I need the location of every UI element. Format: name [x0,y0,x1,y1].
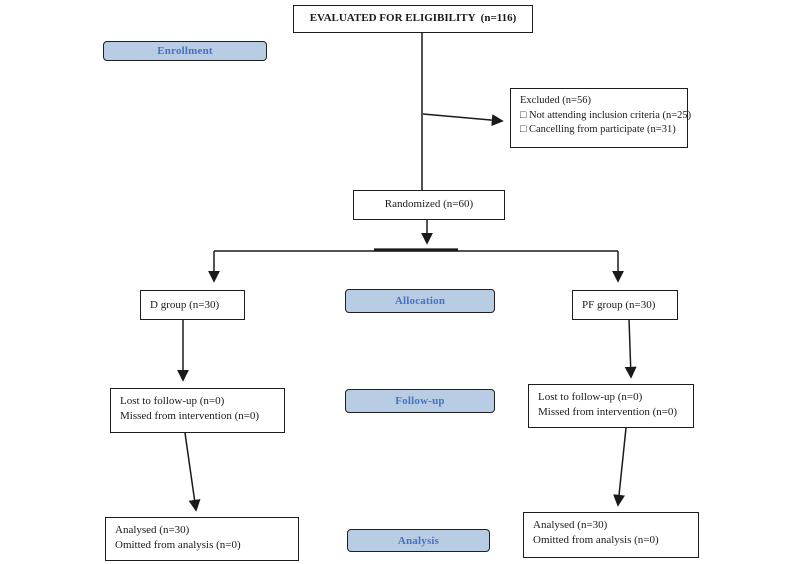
enrollment-stage-badge: Enrollment [103,41,267,61]
analysed-right-line: Omitted from analysis (n=0) [533,534,659,547]
analysed-left-line: Analysed (n=30) [115,524,190,536]
followup-left-line: Lost to follow-up (n=0) [120,395,225,407]
eligibility-box: EVALUATED FOR ELIGIBILITY (n=116) [293,5,533,33]
followup-right-line: Missed from intervention (n=0) [538,406,678,419]
followup-stage-badge: Follow-up [345,389,495,413]
analysed-left-line: Omitted from analysis (n=0) [115,539,241,552]
analysis-stage-badge: Analysis [347,529,490,552]
followup-right-line: Lost to follow-up (n=0) [538,391,643,403]
excluded-reason: □ Not attending inclusion criteria (n=25… [520,109,692,121]
excluded-box: Excluded (n=56) □ Not attending inclusio… [510,88,692,148]
group-left-label: D group (n=30) [150,298,220,311]
randomized-box: Randomized (n=60) [353,190,505,220]
group-right-box: PF group (n=30) [572,290,678,320]
excluded-reason: □ Cancelling from participate (n=31) [520,124,676,136]
followup-left-line: Missed from intervention (n=0) [120,410,260,423]
analysed-right-line: Analysed (n=30) [533,519,608,531]
allocation-stage-badge: Allocation [345,289,495,313]
analysed-left-box: Analysed (n=30) Omitted from analysis (n… [105,517,299,561]
excluded-line: Excluded (n=56) [520,95,591,106]
analysed-right-box: Analysed (n=30) Omitted from analysis (n… [523,512,699,558]
group-right-label: PF group (n=30) [582,298,656,311]
followup-right-box: Lost to follow-up (n=0) Missed from inte… [528,384,694,428]
followup-left-box: Lost to follow-up (n=0) Missed from inte… [110,388,285,433]
group-left-box: D group (n=30) [140,290,245,320]
